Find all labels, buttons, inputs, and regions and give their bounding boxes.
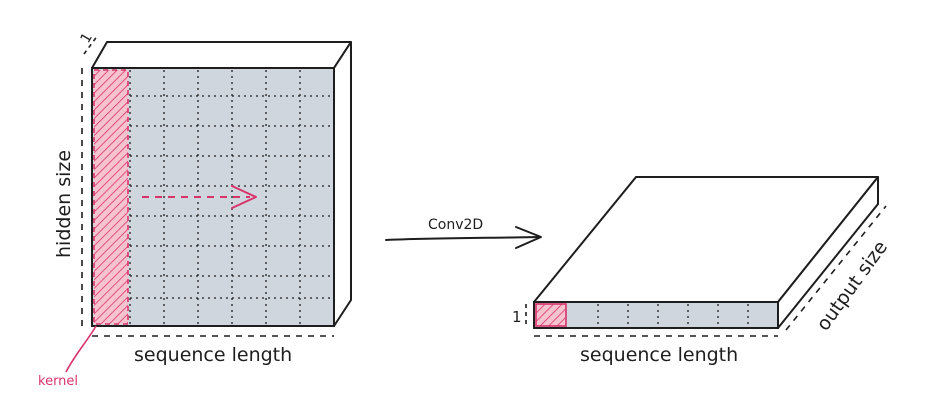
- hidden-size-label: hidden size: [53, 150, 75, 258]
- sequence-length-label-right: sequence length: [580, 344, 738, 366]
- arrow-right-icon: [385, 226, 542, 249]
- dashed-arrow-right-icon: [142, 185, 257, 209]
- kernel-highlight: [93, 69, 129, 325]
- left-depth-label: 1: [78, 30, 96, 46]
- output-grid-lines: [597, 304, 749, 326]
- sequence-length-label-left: sequence length: [134, 344, 292, 366]
- conv2d-label: Conv2D: [428, 217, 483, 233]
- input-block-top-face: [91, 41, 352, 69]
- output-slab-top-face: [533, 176, 879, 303]
- right-depth-label: 1: [512, 308, 522, 326]
- output-tensor-slab: [533, 176, 879, 329]
- kernel-pointer-line: [65, 325, 97, 373]
- depth-dimension-line-left: [83, 34, 99, 55]
- output-slab-front-face: [533, 301, 779, 329]
- input-block-side-face: [333, 41, 352, 327]
- input-tensor-block: [91, 41, 352, 327]
- output-kernel-cell: [535, 303, 567, 327]
- output-size-dimension-line: [785, 205, 887, 331]
- kernel-label: kernel: [38, 374, 78, 389]
- input-grid-lines: [94, 70, 332, 324]
